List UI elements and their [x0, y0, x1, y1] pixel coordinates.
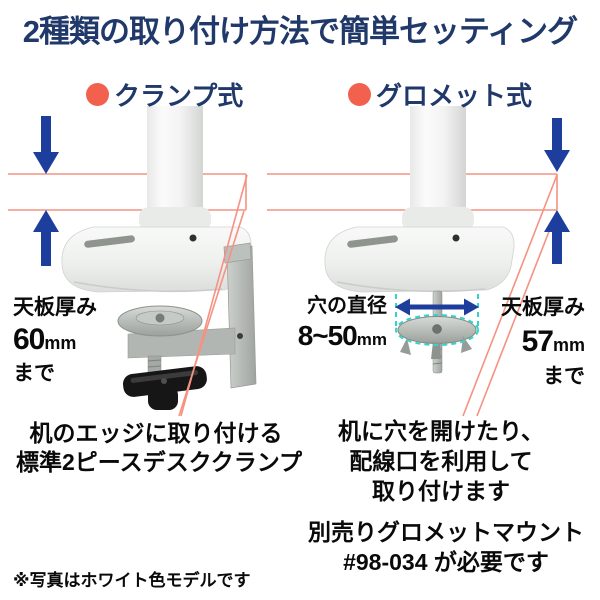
hole-label: 穴の直径 — [307, 295, 387, 317]
hole-value: 8~50 — [297, 320, 358, 351]
desk-surface-lines — [8, 173, 558, 211]
clamp-thickness-spec: 天板厚み 60mm まで — [13, 297, 97, 384]
hole-unit: mm — [356, 330, 387, 349]
thickness-unit: mm — [44, 333, 77, 353]
section-heading-grommet: グロメット式 — [348, 76, 532, 113]
grommet-hardware — [395, 290, 479, 374]
caption-line: 取り付けます — [372, 477, 510, 504]
red-dot-icon — [348, 83, 371, 106]
thickness-unit: mm — [552, 335, 585, 355]
clamp-hardware — [117, 242, 257, 410]
thickness-suffix: まで — [13, 362, 55, 385]
grommet-hole-spec: 穴の直径 8~50mm — [275, 296, 387, 350]
red-dot-icon — [86, 83, 109, 106]
thickness-label: 天板厚み — [13, 296, 97, 319]
thickness-value: 57 — [521, 325, 554, 358]
down-arrow-icon — [544, 118, 570, 172]
thickness-label: 天板厚み — [501, 296, 585, 319]
caption-line: 配線口を利用して — [349, 447, 533, 474]
section-label: クランプ式 — [114, 81, 244, 111]
up-arrow-icon — [544, 210, 570, 264]
section-heading-clamp: クランプ式 — [86, 76, 243, 113]
caption-line: 机に穴を開けたり、 — [337, 418, 545, 444]
clamp-knob — [122, 366, 207, 410]
grommet-hole-dashes — [395, 294, 479, 346]
grommet-note: 別売りグロメットマウント #98-034 が必要です — [305, 518, 587, 578]
thickness-value: 60 — [13, 323, 45, 356]
clamp-caption: 机のエッジに取り付ける 標準2ピースデスククランプ — [16, 419, 303, 477]
down-arrow-icon — [33, 116, 59, 174]
section-label: グロメット式 — [376, 81, 533, 111]
up-arrow-icon — [33, 210, 59, 266]
caption-line: 机のエッジに取り付ける — [29, 420, 283, 446]
caption-line: 標準2ピースデスククランプ — [16, 448, 303, 475]
photo-color-footnote: ※写真はホワイト色モデルです — [13, 571, 251, 590]
diameter-arrow-icon — [395, 298, 479, 316]
grommet-thickness-spec: 天板厚み 57mm まで — [485, 297, 585, 387]
note-line: #98-034 が必要です — [343, 548, 549, 575]
grommet-caption: 机に穴を開けたり、 配線口を利用して 取り付けます — [305, 417, 577, 507]
thickness-suffix: まで — [543, 365, 585, 388]
page-title: 2種類の取り付け方法で簡単セッティング — [22, 14, 578, 49]
note-line: 別売りグロメットマウント — [308, 519, 584, 545]
